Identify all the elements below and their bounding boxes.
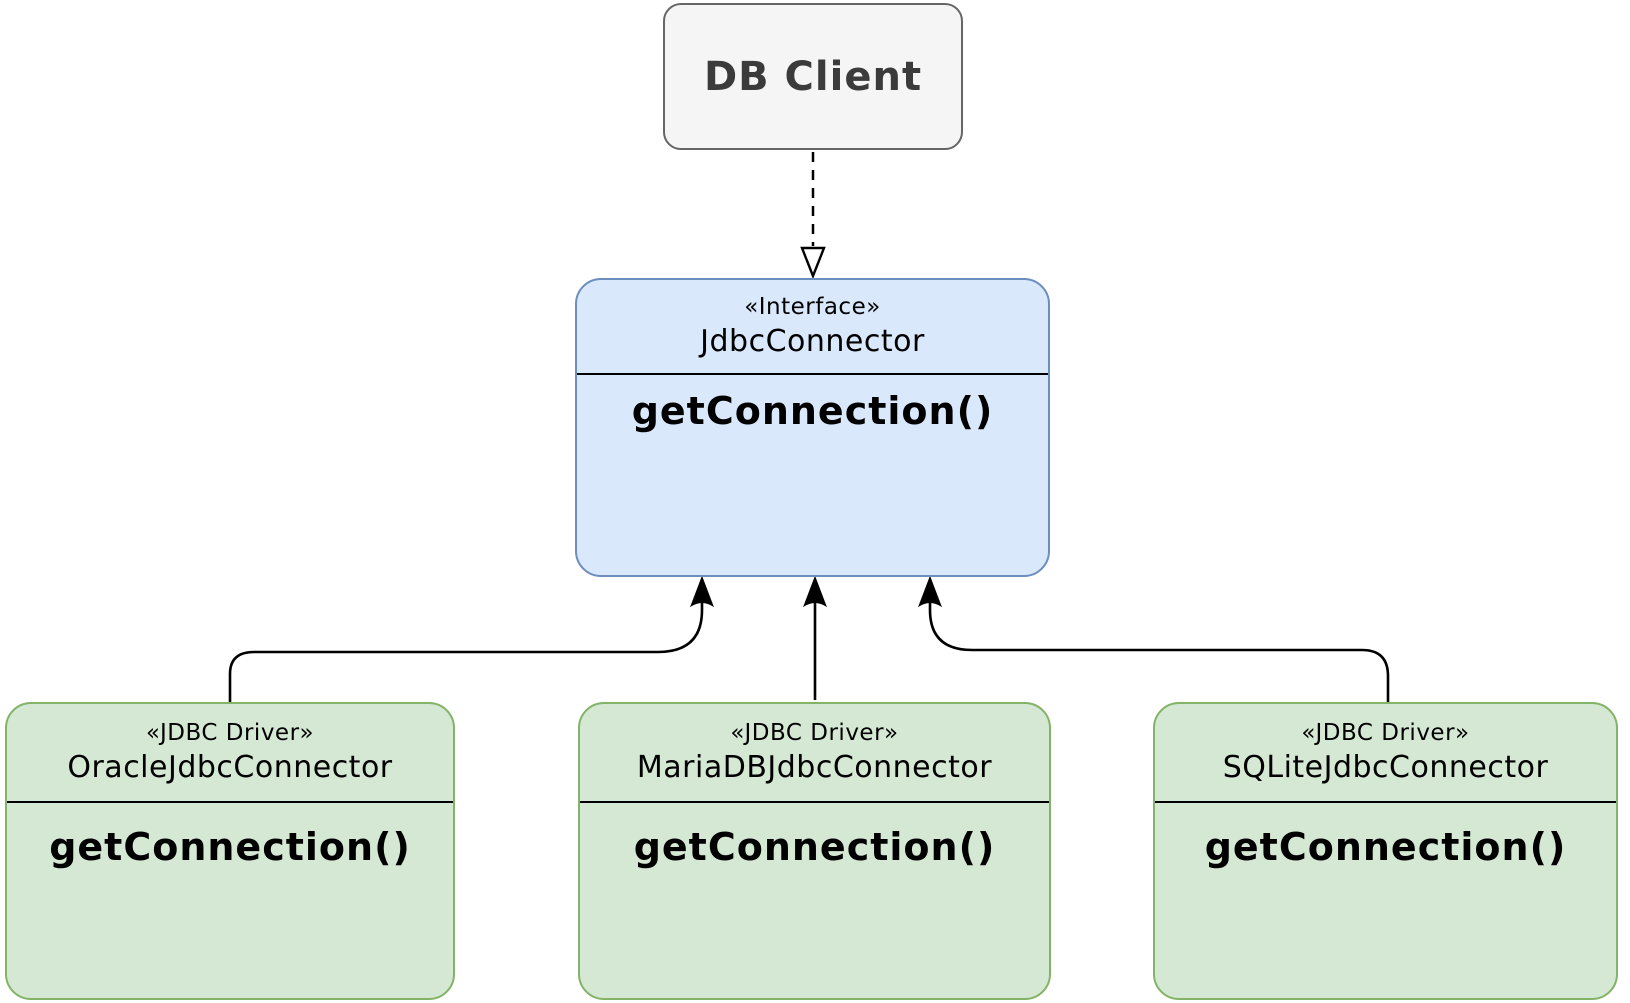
oracle-name: OracleJdbcConnector bbox=[67, 750, 393, 785]
node-sqlite-jdbc-connector: «JDBC Driver» SQLiteJdbcConnector getCon… bbox=[1153, 702, 1618, 1000]
sqlite-separator bbox=[1155, 801, 1616, 803]
node-oracle-jdbc-connector: «JDBC Driver» OracleJdbcConnector getCon… bbox=[5, 702, 455, 1000]
sqlite-method: getConnection() bbox=[1204, 825, 1567, 869]
oracle-title-section: «JDBC Driver» OracleJdbcConnector bbox=[7, 704, 453, 801]
edge-sqlite-to-interface bbox=[917, 575, 1390, 702]
edge-mariadb-to-interface bbox=[802, 575, 828, 700]
sqlite-name: SQLiteJdbcConnector bbox=[1222, 750, 1549, 785]
interface-title-section: «Interface» JdbcConnector bbox=[577, 280, 1048, 373]
edge-client-to-interface bbox=[800, 152, 826, 280]
mariadb-method: getConnection() bbox=[633, 825, 996, 869]
mariadb-stereotype: «JDBC Driver» bbox=[730, 720, 899, 746]
interface-method: getConnection() bbox=[631, 389, 994, 433]
oracle-stereotype: «JDBC Driver» bbox=[145, 720, 315, 746]
node-jdbc-connector-interface: «Interface» JdbcConnector getConnection(… bbox=[575, 278, 1050, 577]
mariadb-name: MariaDBJdbcConnector bbox=[636, 750, 993, 785]
interface-stereotype: «Interface» bbox=[744, 294, 881, 320]
db-client-label: DB Client bbox=[703, 53, 923, 100]
interface-name: JdbcConnector bbox=[700, 324, 925, 359]
mariadb-separator bbox=[580, 801, 1049, 803]
sqlite-stereotype: «JDBC Driver» bbox=[1301, 720, 1470, 746]
node-mariadb-jdbc-connector: «JDBC Driver» MariaDBJdbcConnector getCo… bbox=[578, 702, 1051, 1000]
edge-oracle-to-interface bbox=[228, 575, 715, 702]
interface-separator bbox=[577, 373, 1048, 375]
mariadb-title-section: «JDBC Driver» MariaDBJdbcConnector bbox=[580, 704, 1049, 801]
sqlite-title-section: «JDBC Driver» SQLiteJdbcConnector bbox=[1155, 704, 1616, 801]
oracle-separator bbox=[7, 801, 453, 803]
oracle-method: getConnection() bbox=[49, 825, 411, 869]
node-db-client: DB Client bbox=[663, 3, 963, 150]
